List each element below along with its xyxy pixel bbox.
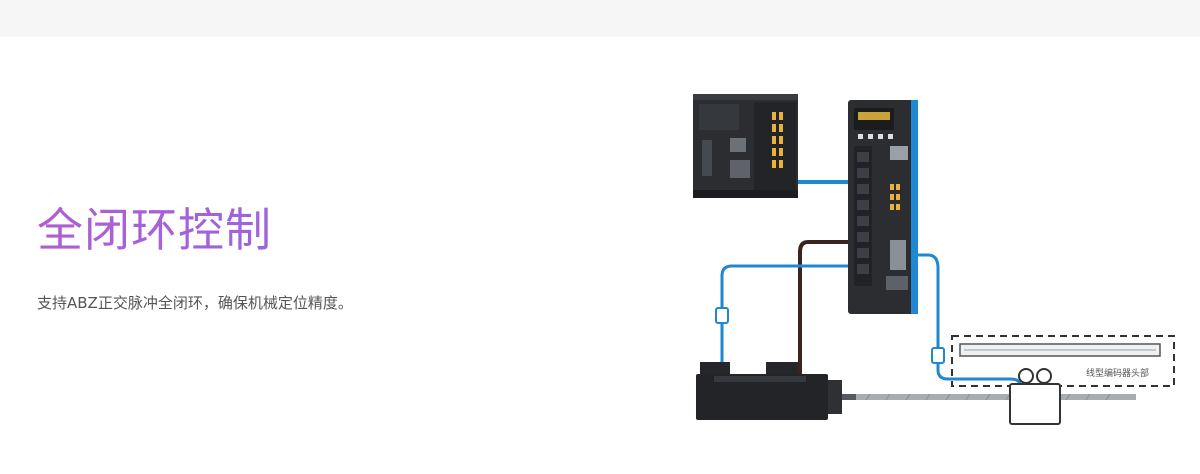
linear-encoder-scale-icon: [951, 335, 1175, 387]
closed-loop-diagram: 线型编码器头部: [680, 80, 1180, 430]
feature-description: 支持ABZ正交脉冲全闭环，确保机械定位精度。: [37, 294, 353, 312]
feature-title: 全闭环控制: [37, 198, 597, 262]
encoder-read-head-icon: [1009, 368, 1061, 425]
motor-encoder-cable: [712, 264, 874, 372]
feature-text: 全闭环控制 支持ABZ正交脉冲全闭环，确保机械定位精度。: [37, 198, 597, 314]
power-cable: [790, 240, 854, 375]
linear-encoder-cable: [893, 253, 1022, 387]
servo-motor-icon: [696, 362, 858, 420]
encoder-label: 线型编码器头部: [1086, 367, 1149, 379]
lead-screw: [856, 394, 1136, 400]
servo-drive-icon: [848, 100, 918, 314]
ferrite-left: [715, 307, 729, 324]
top-band: [0, 0, 1200, 37]
plc-controller-icon: [693, 94, 798, 198]
ferrite-right: [931, 347, 945, 364]
